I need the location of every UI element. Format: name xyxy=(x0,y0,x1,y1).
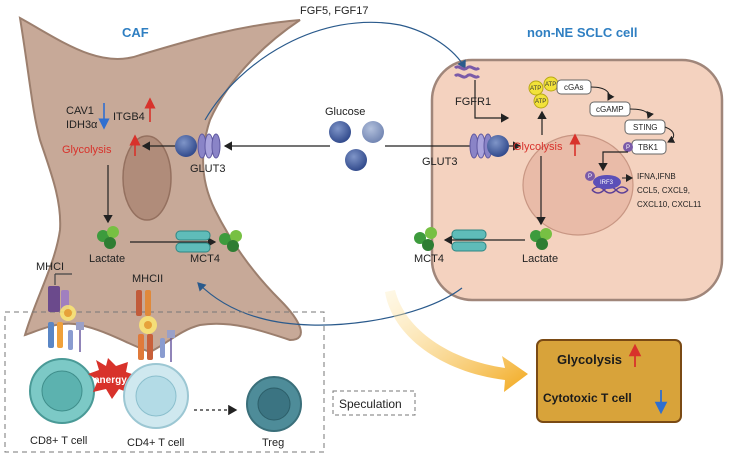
caf-glut3-transporter xyxy=(197,133,221,159)
irf3-icon xyxy=(593,175,621,189)
caf-cav1-label: CAV1 xyxy=(66,105,94,117)
glucose-label: Glucose xyxy=(325,106,365,118)
result-box xyxy=(536,339,682,423)
fgf-arrow xyxy=(204,21,466,121)
extracellular-lactate-icon xyxy=(414,227,437,251)
svg-text:P: P xyxy=(588,174,592,180)
caf-title: CAF xyxy=(122,25,149,40)
exported-lactate-icon xyxy=(219,230,242,252)
caf-mct4-transporter xyxy=(175,230,211,253)
sclc-glycolysis-label: Glycolysis xyxy=(513,141,563,153)
sclc-to-caf-arrow xyxy=(197,282,463,326)
svg-text:ATP: ATP xyxy=(530,86,541,92)
mhci-label: MHCI xyxy=(36,261,64,273)
glucose-molecule-icon xyxy=(345,149,367,171)
glucose-molecule-icon xyxy=(362,121,384,143)
treg-label: Treg xyxy=(262,437,284,449)
outcome-arrow xyxy=(385,290,528,392)
caf-glucose-icon xyxy=(175,135,197,157)
phospho-icon xyxy=(585,171,595,181)
cd4-tcr xyxy=(138,330,175,362)
mhci-complex xyxy=(48,273,76,321)
irf3-label: IRF3 xyxy=(600,180,614,186)
speculation-label: Speculation xyxy=(339,397,402,411)
fgfr1-receptor xyxy=(453,65,481,79)
cgas-label: cGAs xyxy=(564,83,584,92)
atp-cluster: ATP ATP ATP xyxy=(528,76,559,109)
svg-text:P: P xyxy=(626,145,630,151)
treg-nucleus xyxy=(257,387,291,421)
caf-glycolysis-label: Glycolysis xyxy=(62,144,112,156)
sting-label: STING xyxy=(633,123,657,132)
caf-glut3-label: GLUT3 xyxy=(190,163,225,175)
tbk1-label: TBK1 xyxy=(638,143,659,152)
sting-to-tbk1-arrow xyxy=(664,126,676,143)
cd4-t-cell-nucleus xyxy=(135,375,177,417)
caf-nucleus xyxy=(122,135,172,221)
sclc-glucose-icon xyxy=(487,135,509,157)
caf-mct4-label: MCT4 xyxy=(190,253,220,265)
speculation-tag xyxy=(332,390,416,416)
sclc-lactate-label: Lactate xyxy=(522,253,558,265)
genes-line1: IFNA,IFNB xyxy=(637,172,676,181)
sclc-title: non-NE SCLC cell xyxy=(527,25,638,40)
genes-line3: CXCL10, CXCL11 xyxy=(637,200,702,209)
cgas-to-cgamp-arrow xyxy=(590,86,615,101)
speculation-region xyxy=(4,311,325,453)
svg-text:ATP: ATP xyxy=(545,82,556,88)
caf-lactate-label: Lactate xyxy=(89,253,125,265)
sclc-glut3-label: GLUT3 xyxy=(422,156,457,168)
cd8-label: CD8+ T cell xyxy=(30,435,87,447)
cd8-t-cell-nucleus xyxy=(41,370,83,412)
caf-idh3a-label: IDH3α xyxy=(66,119,98,131)
glucose-molecule-icon xyxy=(329,121,351,143)
cgamp-label: cGAMP xyxy=(596,105,624,114)
tbk1-to-irf3-arrow xyxy=(598,151,628,172)
fgfr1-label: FGFR1 xyxy=(455,96,491,108)
sclc-lactate-icon xyxy=(530,228,552,250)
mhcii-complex xyxy=(136,290,157,334)
fgfr1-to-glycolysis-arrow xyxy=(474,80,510,123)
sclc-mct4-label: MCT4 xyxy=(414,253,444,265)
svg-text:ATP: ATP xyxy=(535,99,546,105)
cd4-label: CD4+ T cell xyxy=(127,437,184,449)
mhcii-label: MHCII xyxy=(132,273,163,285)
result-glycolysis: Glycolysis xyxy=(557,352,622,367)
genes-line2: CCL5, CXCL9, xyxy=(637,186,690,195)
fgf-label: FGF5, FGF17 xyxy=(300,5,368,17)
cgamp-to-sting-arrow xyxy=(629,108,654,119)
caf-lactate-icon xyxy=(97,226,119,249)
caf-itgb4-label: ITGB4 xyxy=(113,111,145,123)
cd8-tcr xyxy=(48,322,84,352)
result-cytotoxic: Cytotoxic T cell xyxy=(543,391,632,405)
phospho-icon xyxy=(623,142,633,152)
sclc-mct4-transporter xyxy=(451,229,487,252)
anergy-label: anergy xyxy=(94,375,127,386)
